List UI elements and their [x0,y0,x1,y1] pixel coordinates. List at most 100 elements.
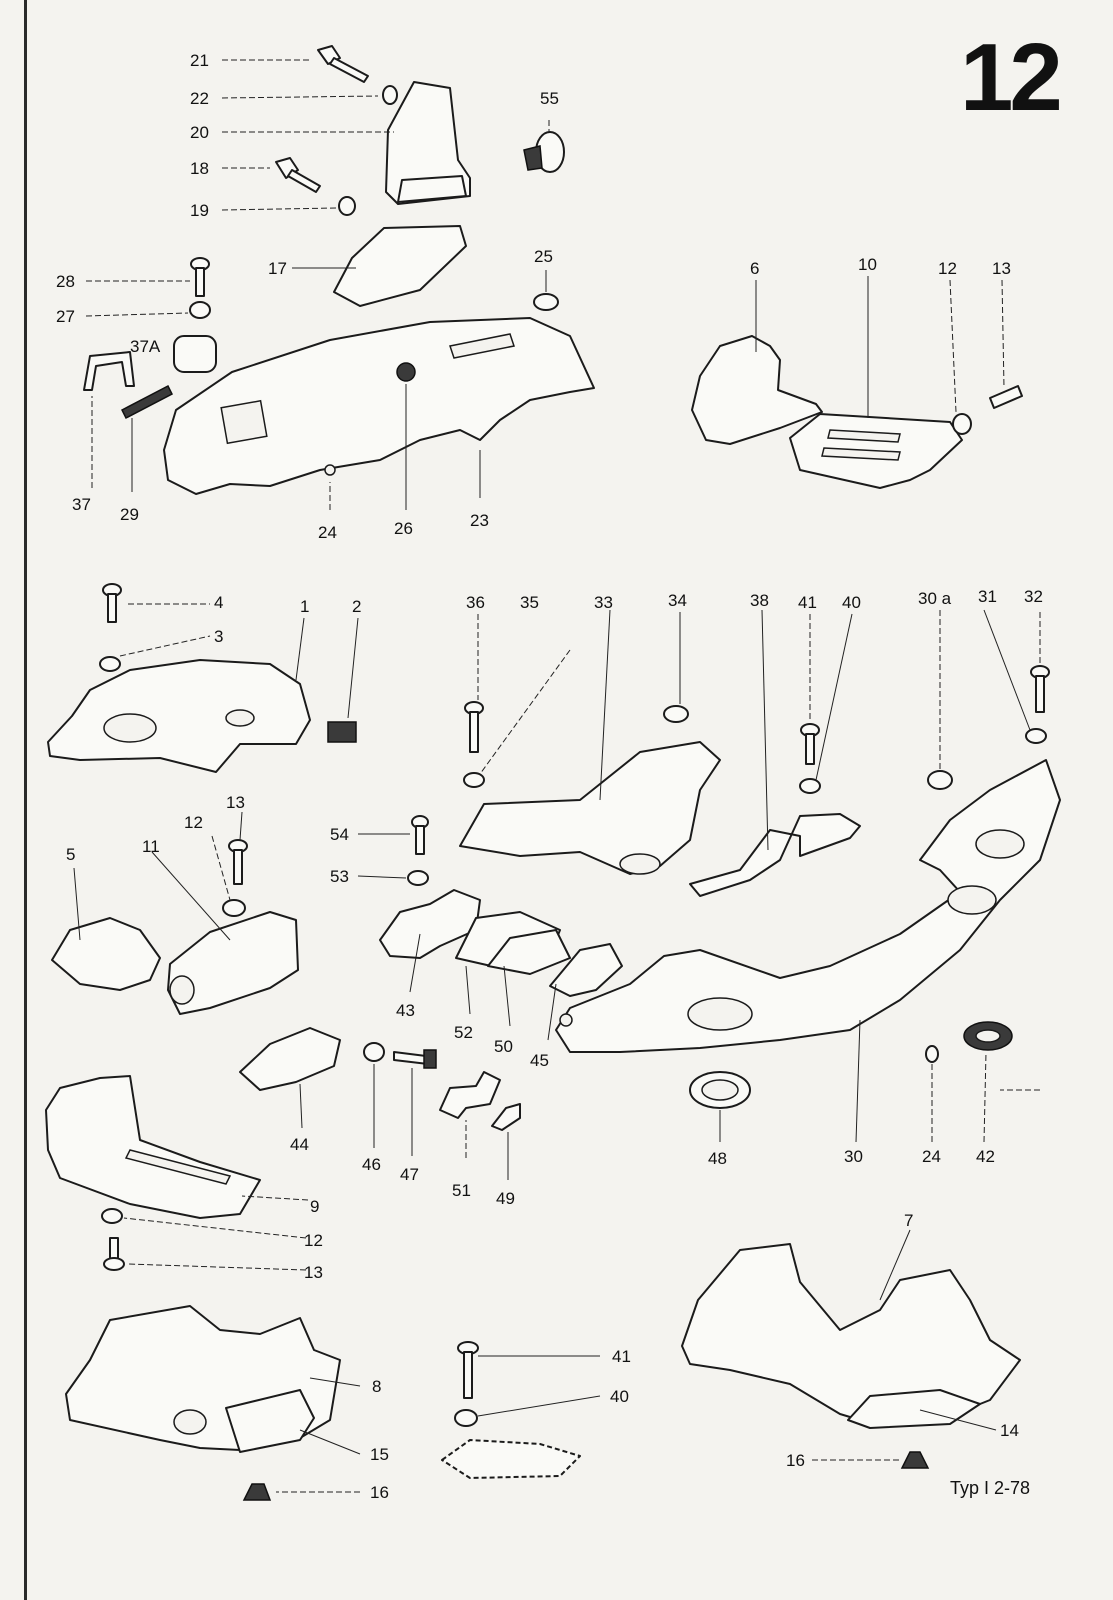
callout-31: 31 [978,587,997,606]
callout-40-mid: 40 [842,593,861,612]
callout-33: 33 [594,593,613,612]
callout-12-top: 12 [938,259,957,278]
callout-32: 32 [1024,587,1043,606]
callout-15: 15 [370,1445,389,1464]
tin-15-drawing [225,1389,315,1453]
callout-41-mid: 41 [798,593,817,612]
callout-24-top: 24 [318,523,337,542]
callout-14: 14 [1000,1421,1019,1440]
footer-type-code: Typ I 2-78 [950,1478,1031,1498]
screw-13-drawing-mid [228,839,248,885]
washer-46-drawing [363,1042,385,1062]
callout-23: 23 [470,511,489,530]
callout-3: 3 [214,627,223,646]
callout-21: 21 [190,51,209,70]
washer-19-drawing [338,196,356,216]
washer-40-drawing-mid [799,778,821,794]
washer-27-drawing [189,301,211,319]
grommet-42-center [975,1029,1001,1043]
clip-55-drawing [523,131,565,173]
mount-outline-drawing [441,1439,581,1479]
callout-16-left: 16 [370,1483,389,1502]
callout-34: 34 [668,591,687,610]
bolt-18-drawing [275,157,321,193]
callout-18: 18 [190,159,209,178]
callout-2: 2 [352,597,361,616]
callout-43: 43 [396,1001,415,1020]
callout-54: 54 [330,825,349,844]
washer-3-drawing [99,656,121,672]
callout-13-low: 13 [304,1263,323,1282]
seal-48-center [701,1079,739,1101]
callout-30a: 30 a [918,589,952,608]
bracket-44-drawing [239,1027,341,1091]
callout-48: 48 [708,1149,727,1168]
cover-1-drawing [47,659,311,773]
callout-27: 27 [56,307,75,326]
callout-20: 20 [190,123,209,142]
screw-13-drawing-top [989,385,1023,409]
duct-11-drawing [167,911,299,1015]
bracket-17-drawing [333,225,467,307]
clamp-51-drawing [439,1071,501,1119]
callout-12-mid: 12 [184,813,203,832]
callout-28: 28 [56,272,75,291]
callout-1: 1 [300,597,309,616]
washer-12-drawing-top [952,413,972,435]
bracket-38-drawing [689,813,861,897]
callout-13-mid: 13 [226,793,245,812]
grommet-37A-drawing [173,335,217,373]
screw-4-drawing [102,583,122,623]
callout-30: 30 [844,1147,863,1166]
callout-8: 8 [372,1377,381,1396]
callout-22: 22 [190,89,209,108]
washer-31-drawing [1025,728,1047,744]
callout-7: 7 [904,1211,913,1230]
screw-36-drawing [464,701,484,753]
callout-26: 26 [394,519,413,538]
callout-52: 52 [454,1023,473,1042]
bolt-47-drawing [393,1049,437,1069]
callout-45: 45 [530,1051,549,1070]
cover-plate-30-drawing [555,759,1061,1053]
callout-9: 9 [310,1197,319,1216]
callout-11: 11 [142,837,160,856]
callout-12-low: 12 [304,1231,323,1250]
grommet-26-drawing [396,362,416,382]
plate-50-drawing [487,929,571,975]
callout-51: 51 [452,1181,471,1200]
cover-6-drawing [691,335,823,445]
plug-34-drawing [663,705,689,723]
tin-9-drawing [45,1075,261,1219]
washer-35-drawing [463,772,485,788]
callout-16-right: 16 [786,1451,805,1470]
washer-22-drawing [382,85,398,105]
callout-6: 6 [750,259,759,278]
clip-2-drawing [327,721,357,743]
callout-19: 19 [190,201,209,220]
callout-40-low: 40 [610,1387,629,1406]
leader-lines [73,59,1041,1493]
callout-labels: 21 22 20 55 18 19 17 25 28 27 37A 37 29 … [56,51,1043,1502]
bracket-20-base [397,175,467,203]
callout-25: 25 [534,247,553,266]
page-number: 12 [960,24,1063,131]
screw-32-drawing [1030,665,1050,713]
bolt-21-drawing [317,45,369,83]
callout-50: 50 [494,1037,513,1056]
callout-41-low: 41 [612,1347,631,1366]
callout-46: 46 [362,1155,381,1174]
callout-37: 37 [72,495,91,514]
callout-49: 49 [496,1189,515,1208]
washer-40-drawing-low [454,1409,478,1427]
plate-5-drawing [51,917,161,991]
screw-41-drawing-mid [800,723,820,765]
grommet-16-drawing-right [900,1451,930,1469]
plug-30a-drawing [927,770,953,790]
callout-42: 42 [976,1147,995,1166]
callout-24-mid: 24 [922,1147,941,1166]
callout-17: 17 [268,259,287,278]
cover-plate-23-drawing [163,317,595,495]
callout-36: 36 [466,593,485,612]
